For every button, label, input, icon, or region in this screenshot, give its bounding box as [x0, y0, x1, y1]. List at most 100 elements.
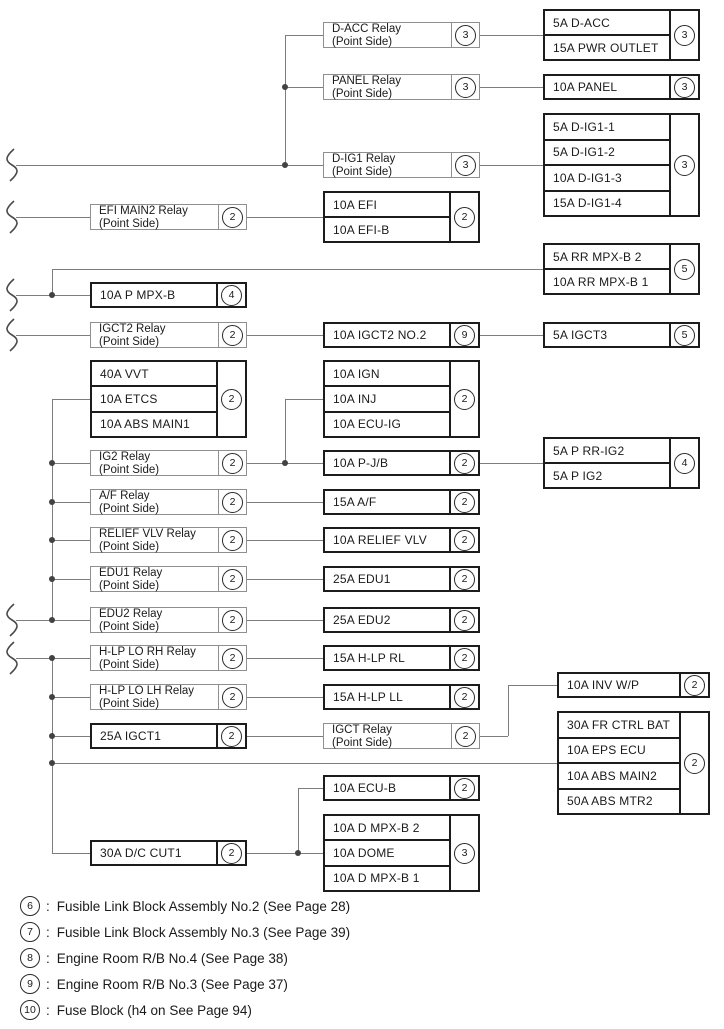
- box-relay-edu2: EDU2 Relay(Point Side)2: [90, 607, 247, 633]
- label-line: A/F Relay: [99, 490, 150, 502]
- label-line: (Point Side): [332, 165, 393, 178]
- box-labels: 10A P-J/B: [325, 452, 449, 474]
- label-line: 10A D MPX-B 2: [333, 820, 420, 835]
- wire-segment: [52, 540, 90, 541]
- fuse-row: 10A D MPX-B 2: [325, 816, 449, 839]
- fuse-row: 15A H-LP RL: [325, 647, 449, 669]
- circled-number: 2: [222, 686, 243, 708]
- junction-dot-icon: [49, 617, 55, 623]
- label-line: 10A ETCS: [100, 391, 158, 406]
- wire-segment: [480, 165, 543, 166]
- label-line: 10A EPS ECU: [567, 743, 646, 758]
- wire-segment: [52, 399, 90, 400]
- fuse-row: 10A P MPX-B: [92, 284, 216, 306]
- circled-number: 2: [454, 777, 475, 799]
- label-line: IG2 Relay: [99, 451, 151, 463]
- label-line: 10A ECU-IG: [333, 417, 402, 432]
- fuse-row: 10A ETCS: [92, 385, 216, 410]
- block-number-cell: 2: [218, 490, 246, 514]
- wire-segment: [247, 502, 323, 503]
- legend-label: Fusible Link Block Assembly No.2 (See Pa…: [56, 898, 351, 914]
- label-line: 25A EDU1: [333, 572, 391, 586]
- fuse-row: 5A D-IG1-2: [545, 138, 669, 165]
- legend-separator: :: [46, 924, 50, 940]
- wire-segment: [480, 463, 543, 464]
- legend-label: Fusible Link Block Assembly No.3 (See Pa…: [56, 924, 351, 940]
- box-labels: 15A H-LP RL: [325, 647, 449, 669]
- wire-segment: [247, 658, 323, 659]
- label-line: 10A PANEL: [553, 80, 618, 94]
- wire-segment: [285, 35, 286, 165]
- legend-separator: :: [46, 1002, 50, 1018]
- fuse-row: 25A EDU1: [325, 568, 449, 590]
- circled-number: 3: [674, 154, 695, 176]
- wire-segment: [480, 736, 508, 737]
- block-number-cell: 2: [449, 362, 478, 436]
- box-relay-d-acc: D-ACC Relay(Point Side)3: [323, 22, 480, 48]
- circled-number: 2: [455, 725, 476, 747]
- relay-label: IGCT2 Relay(Point Side): [91, 323, 218, 348]
- box-relay-panel: PANEL Relay(Point Side)3: [323, 74, 480, 100]
- wire-segment: [508, 685, 557, 686]
- legend-item: 7:Fusible Link Block Assembly No.3 (See …: [20, 919, 350, 945]
- label-line: 10A D MPX-B 1: [333, 871, 420, 886]
- block-number-cell: 3: [669, 76, 698, 98]
- label-line: 25A IGCT1: [100, 729, 162, 743]
- label-line: D-IG1 Relay: [332, 153, 396, 165]
- block-number-cell: 2: [216, 842, 245, 864]
- circled-number: 2: [684, 752, 705, 774]
- fuse-row: 30A D/C CUT1: [92, 842, 216, 864]
- label-line: 10A INV W/P: [567, 678, 640, 692]
- relay-label: PANEL Relay(Point Side): [324, 75, 451, 100]
- circled-number: 4: [221, 284, 242, 306]
- circled-number: 2: [222, 568, 243, 590]
- fuse-row: 10A IGN: [325, 362, 449, 385]
- wire-segment: [247, 697, 323, 698]
- label-line: 10A ABS MAIN2: [567, 768, 657, 783]
- fuse-row: 15A H-LP LL: [325, 686, 449, 708]
- wire-segment: [52, 579, 90, 580]
- label-line: EDU1 Relay: [99, 567, 163, 579]
- circled-number: 2: [221, 842, 242, 864]
- box-labels: 10A INV W/P: [559, 674, 679, 696]
- circled-number: 9: [454, 324, 475, 346]
- wire-segment: [285, 35, 323, 36]
- block-number-cell: 2: [218, 567, 246, 591]
- wire-break-icon: [6, 148, 18, 182]
- relay-label: H-LP LO RH Relay(Point Side): [91, 646, 218, 671]
- legend-item: 9:Engine Room R/B No.3 (See Page 37): [20, 971, 350, 997]
- box-relay-ig2: IG2 Relay(Point Side)2: [90, 450, 247, 476]
- wire-segment: [52, 463, 90, 464]
- label-line: (Point Side): [99, 579, 160, 592]
- block-number-cell: 2: [449, 193, 478, 241]
- wire-break-icon: [6, 603, 18, 637]
- box-relay-hlp-lo-rh: H-LP LO RH Relay(Point Side)2: [90, 645, 247, 671]
- wire-segment: [298, 788, 323, 789]
- fuse-row: 15A D-IG1-4: [545, 189, 669, 216]
- legend-label: Engine Room R/B No.3 (See Page 37): [56, 976, 288, 992]
- circled-number: 8: [20, 948, 40, 968]
- label-line: 10A P-J/B: [333, 456, 389, 470]
- block-number-cell: 3: [451, 153, 479, 177]
- circled-number: 3: [674, 76, 695, 98]
- circled-number: 2: [454, 686, 475, 708]
- wire-break-icon: [6, 200, 18, 234]
- block-number-cell: 2: [218, 608, 246, 632]
- circled-number: 2: [222, 609, 243, 631]
- label-line: EFI MAIN2 Relay: [99, 205, 188, 217]
- fuse-row: 10A EFI-B: [325, 216, 449, 241]
- fuse-row: 10A EFI: [325, 193, 449, 216]
